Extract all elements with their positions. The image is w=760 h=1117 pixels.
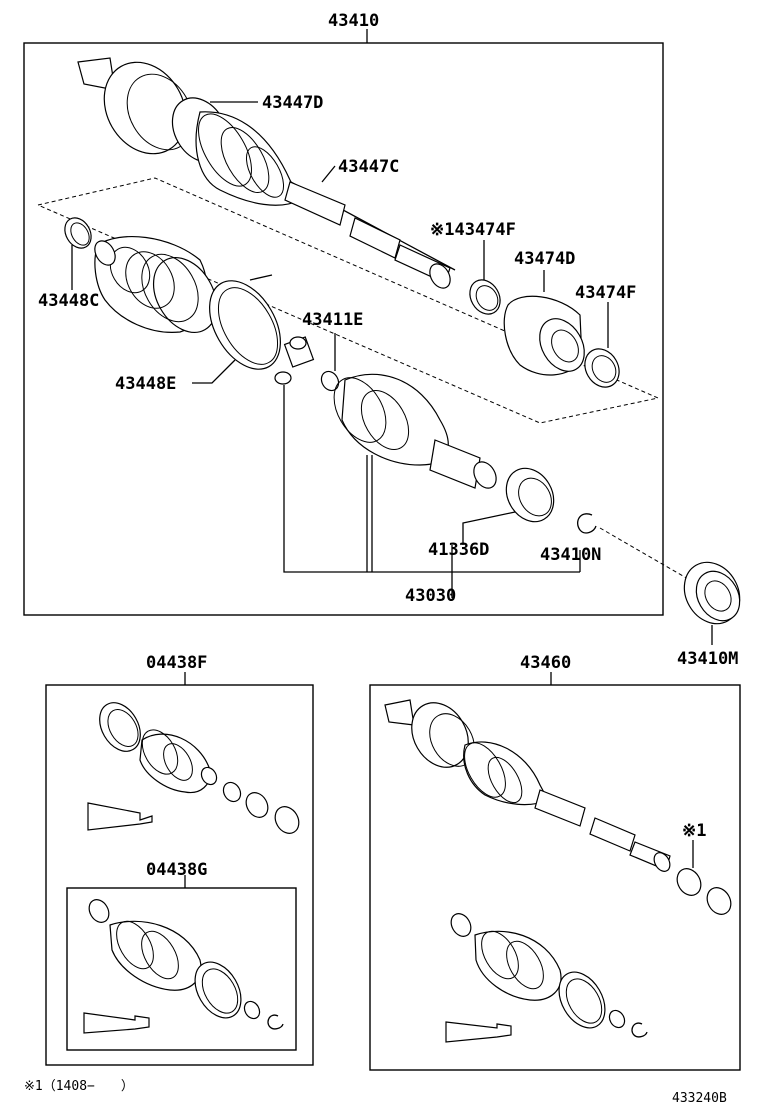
kit-outer-parts <box>87 702 300 834</box>
kit-inner-parts <box>83 899 284 1034</box>
label-43411E: 43411E <box>302 310 363 330</box>
label-43474D: 43474D <box>514 249 575 269</box>
label-43410M: 43410M <box>677 649 738 669</box>
label-43410N: 43410N <box>540 545 601 565</box>
label-43447D: 43447D <box>262 93 323 113</box>
label-43460: 43460 <box>520 653 571 673</box>
figure-id: 433240B <box>672 1091 727 1106</box>
alt-boot-kit <box>445 913 648 1043</box>
bearing <box>683 561 741 625</box>
tripod-joint <box>274 336 315 385</box>
ring-marked <box>469 279 501 315</box>
alt-shaft <box>384 699 671 872</box>
alt-ring-right <box>706 887 732 915</box>
label-43474F-right: 43474F <box>575 283 636 303</box>
alt-ring-marked <box>676 868 702 896</box>
circlip <box>577 513 597 534</box>
footnote: ※1（1408− ） <box>24 1079 134 1094</box>
oil-seal <box>505 467 555 523</box>
clamp-small <box>64 217 92 249</box>
label-43030: 43030 <box>405 586 456 606</box>
clamp-large <box>209 274 281 370</box>
ring-right <box>584 348 620 388</box>
inboard-joint <box>333 373 497 489</box>
inner-joint-outline <box>36 177 660 424</box>
kit-outer-frame <box>45 684 314 1066</box>
snap-ring <box>320 370 340 392</box>
inner-boot <box>94 235 218 333</box>
outer-joint-shaft <box>77 57 456 289</box>
label-04438G: 04438G <box>146 860 207 880</box>
kit-inner-frame <box>66 887 297 1051</box>
label-43474F-marked: ※143474F <box>430 220 516 240</box>
label-43447C: 43447C <box>338 157 399 177</box>
dynamic-damper <box>503 295 585 376</box>
alt-assembly-frame <box>369 684 741 1071</box>
label-43448C: 43448C <box>38 291 99 311</box>
label-43410: 43410 <box>328 11 379 31</box>
label-marker-1: ※1 <box>682 821 706 841</box>
label-04438F: 04438F <box>146 653 207 673</box>
label-41336D: 41336D <box>428 540 489 560</box>
label-43448E: 43448E <box>115 374 176 394</box>
main-assembly-frame <box>23 42 664 616</box>
